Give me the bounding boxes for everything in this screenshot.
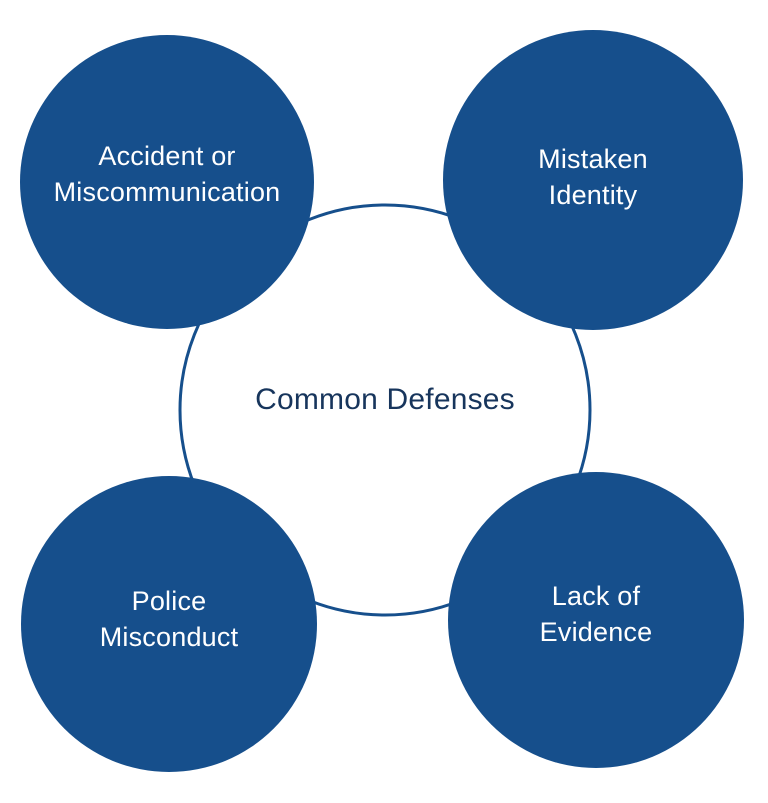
node-circle-top-right	[443, 30, 743, 330]
node-circle-bottom-left	[21, 476, 317, 772]
node-label-police-misconduct: Police Misconduct	[99, 586, 239, 652]
node-label-lack-of-evidence: Lack of Evidence	[539, 581, 653, 647]
node-label-accident-or-miscommunication: Accident or Miscommunication	[53, 141, 281, 207]
center-circle	[178, 203, 592, 617]
node-circle-top-left	[20, 35, 314, 329]
center-label: Common Defenses	[255, 383, 515, 417]
node-label-mistaken-identity: Mistaken Identity	[538, 144, 648, 210]
node-circle-bottom-right	[448, 472, 744, 768]
